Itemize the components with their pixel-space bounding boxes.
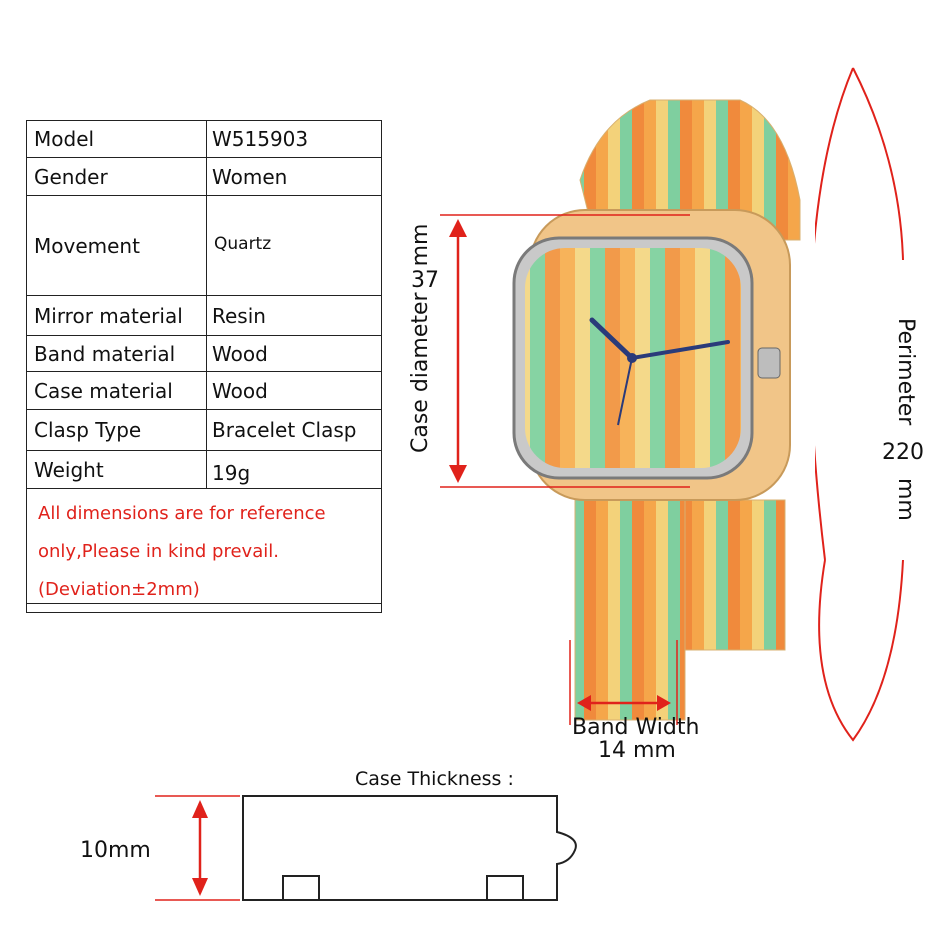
- spec-value: 19g: [212, 460, 251, 485]
- note-line: only,Please in kind prevail.: [38, 541, 279, 562]
- spec-label: Model: [27, 121, 207, 157]
- watch-illustration: [512, 99, 801, 721]
- case-profile: [242, 795, 577, 901]
- spec-value: Resin: [212, 303, 266, 328]
- spec-label: Weight: [27, 451, 207, 488]
- spec-value: Women: [212, 164, 288, 189]
- spec-row-band: Band material Wood: [27, 336, 381, 372]
- spec-label: Gender: [27, 158, 207, 195]
- spec-table: Model W515903 Gender Women Movement Quar…: [26, 120, 382, 613]
- perimeter-label: Perimeter: [893, 318, 918, 426]
- spec-row-clasp: Clasp Type Bracelet Clasp: [27, 410, 381, 451]
- band-side: [684, 499, 786, 651]
- case-diameter-value: 37: [411, 268, 439, 293]
- minute-hand: [630, 340, 730, 360]
- spec-row-weight: Weight 19g: [27, 451, 381, 488]
- spec-label: Band material: [27, 336, 207, 371]
- case-thickness-diagram: [155, 795, 577, 901]
- watch-crown: [757, 347, 781, 379]
- case-diameter-unit: mm: [408, 223, 433, 267]
- lower-band: [574, 489, 686, 721]
- note-line: (Deviation±2mm): [38, 579, 200, 600]
- band-width-value: 14 mm: [598, 738, 676, 763]
- spec-row-case: Case material Wood: [27, 372, 381, 410]
- note-line: All dimensions are for reference: [38, 503, 326, 524]
- perimeter-ellipse: [815, 67, 904, 742]
- band-width-label: Band Width: [572, 715, 700, 740]
- case-diameter-dimension: [440, 214, 690, 488]
- spec-value: Quartz: [214, 234, 272, 254]
- arrow-down-icon: [449, 465, 467, 483]
- spec-label: Movement: [27, 196, 207, 295]
- upper-band: [579, 99, 801, 241]
- hand-pivot: [627, 353, 637, 363]
- spec-value: W515903: [212, 127, 309, 151]
- arrow-down-icon: [192, 878, 208, 896]
- spec-label: Mirror material: [27, 296, 207, 335]
- perimeter-unit: mm: [893, 478, 918, 521]
- band-width-dimension: [569, 640, 678, 725]
- arrow-right-icon: [657, 695, 671, 711]
- case-thickness-value: 10mm: [80, 838, 151, 863]
- spec-value: Wood: [212, 341, 268, 366]
- arrow-left-icon: [577, 695, 591, 711]
- spec-row-model: Model W515903: [27, 121, 381, 158]
- spec-label: Case material: [27, 372, 207, 409]
- case-lug: [282, 875, 320, 901]
- case-diameter-label: Case diameter: [408, 292, 433, 453]
- spec-label: Clasp Type: [27, 410, 207, 450]
- spec-value: Bracelet Clasp: [212, 418, 357, 442]
- spec-row-gender: Gender Women: [27, 158, 381, 196]
- perimeter-value: 220: [882, 440, 924, 465]
- case-lug: [486, 875, 524, 901]
- spec-row-movement: Movement Quartz: [27, 196, 381, 296]
- arrow-up-icon: [449, 219, 467, 237]
- case-thickness-label: Case Thickness :: [355, 768, 514, 790]
- hour-hand: [589, 317, 635, 361]
- arrow-up-icon: [192, 800, 208, 818]
- reference-note: All dimensions are for reference only,Pl…: [27, 488, 381, 604]
- spec-row-mirror: Mirror material Resin: [27, 296, 381, 336]
- spec-value: Wood: [212, 378, 268, 403]
- second-hand: [617, 357, 633, 426]
